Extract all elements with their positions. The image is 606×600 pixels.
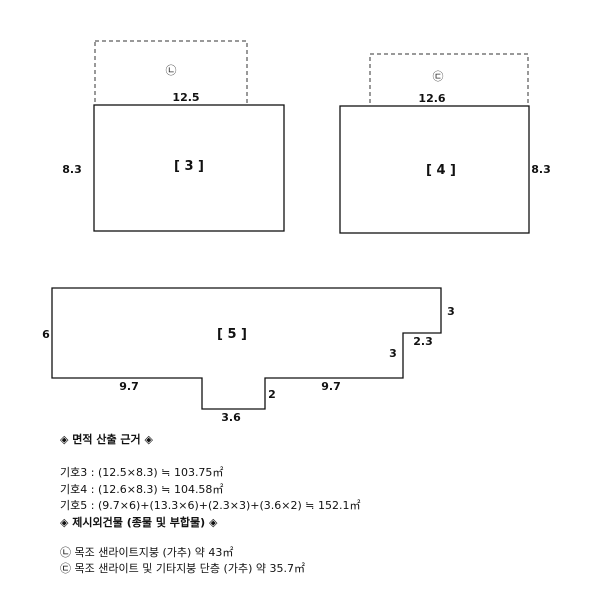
building-5-bottom-left-dimension: 9.7 <box>119 380 139 393</box>
building-4-top-dimension: 12.6 <box>418 92 445 105</box>
area-basis-heading: ◈ 면적 산출 근거 ◈ <box>60 433 153 446</box>
annex-b-symbol: ㉡ <box>166 64 177 77</box>
building-5-label: [ 5 ] <box>217 327 247 342</box>
building-4-label: [ 4 ] <box>426 163 456 178</box>
building-5-notch-side-dimension: 2 <box>268 388 276 401</box>
building-3-outline <box>93 104 285 232</box>
building-3-label: [ 3 ] <box>174 159 204 174</box>
area-calc-4: 기호4 : (12.6×8.3) ≒ 104.58㎡ <box>60 483 224 496</box>
building-5-bottom-right-dimension: 9.7 <box>321 380 341 393</box>
annex-c-outline <box>369 53 529 107</box>
excluded-buildings-heading: ◈ 제시외건물 (종물 및 부합물) ◈ <box>60 516 218 529</box>
building-5-outline <box>51 287 442 410</box>
annex-note-c: ㉢ 목조 샌라이트 및 기타지붕 단층 (가추) 약 35.7㎡ <box>60 562 305 575</box>
building-5-step-width-dimension: 2.3 <box>413 335 433 348</box>
building-3-top-dimension: 12.5 <box>172 91 199 104</box>
annex-c-symbol: ㉢ <box>433 70 444 83</box>
building-5-step-upper-dimension: 3 <box>447 305 455 318</box>
building-5-notch-bottom-dimension: 3.6 <box>221 411 241 424</box>
building-5-left-dimension: 6 <box>42 328 50 341</box>
area-calc-3: 기호3 : (12.5×8.3) ≒ 103.75㎡ <box>60 466 224 479</box>
building-5-step-lower-dimension: 3 <box>389 347 397 360</box>
floor-plan-diagram: ㉡ 12.5 8.3 [ 3 ] ㉢ 12.6 8.3 [ 4 ] 6 [ 5 … <box>42 40 551 424</box>
area-calc-5: 기호5 : (9.7×6)+(13.3×6)+(2.3×3)+(3.6×2) ≒… <box>60 499 361 512</box>
building-4-outline <box>339 105 530 234</box>
building-4-side-dimension: 8.3 <box>531 163 551 176</box>
annex-b-outline <box>94 40 248 106</box>
annex-note-b: ㉡ 목조 샌라이트지붕 (가추) 약 43㎡ <box>60 546 234 559</box>
building-3-side-dimension: 8.3 <box>62 163 82 176</box>
